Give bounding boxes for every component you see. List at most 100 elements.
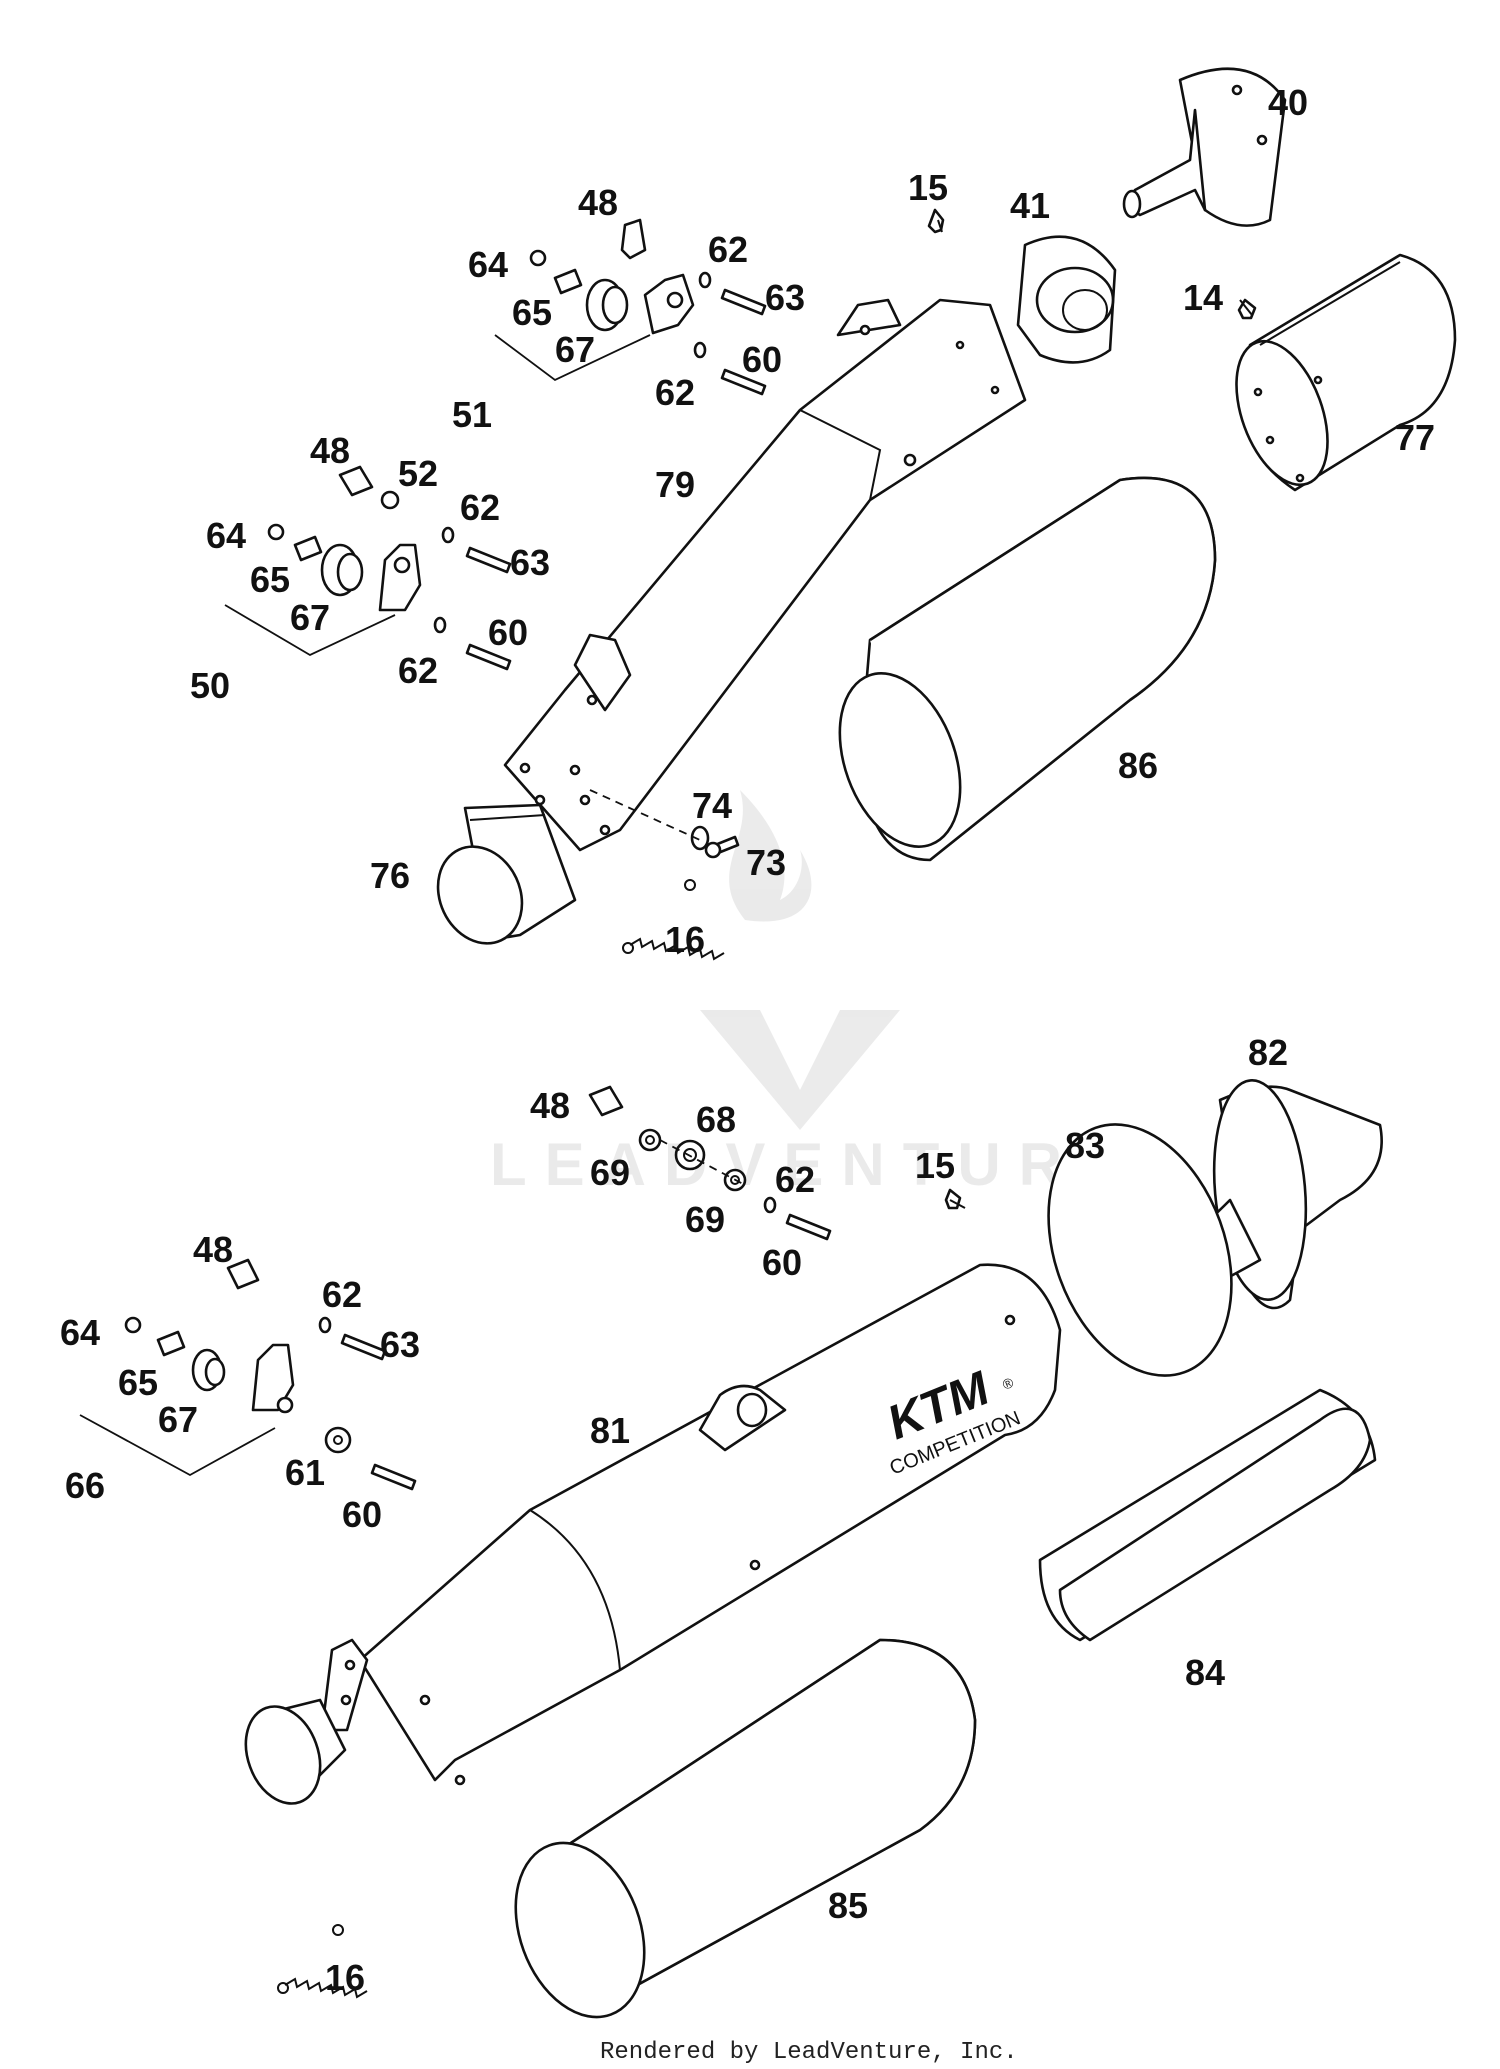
- part-65-bushing-b: [293, 535, 323, 562]
- callout-50: 50: [190, 665, 230, 706]
- leader-51: [494, 334, 651, 382]
- callout-48-a: 48: [578, 182, 618, 223]
- part-60-bolt-a: [720, 368, 767, 396]
- part-69-washer-a: [638, 1128, 662, 1152]
- callout-40: 40: [1268, 82, 1308, 123]
- watermark-text: LEADVENTURE: [490, 1131, 1138, 1198]
- callout-63-c: 63: [380, 1324, 420, 1365]
- callout-61: 61: [285, 1452, 325, 1493]
- part-48-clip-c: [588, 1085, 624, 1117]
- part-63-bolt-b: [465, 546, 512, 574]
- part-16-spring-bottom: [277, 1924, 368, 1999]
- callout-65-a: 65: [512, 292, 552, 333]
- callout-63-a: 63: [765, 277, 805, 318]
- callout-41: 41: [1010, 185, 1050, 226]
- part-62-washer-e: [763, 1196, 777, 1214]
- callout-15-top: 15: [908, 167, 948, 208]
- part-41-flange: [1016, 235, 1117, 364]
- part-76-inlet-cone: [436, 803, 577, 945]
- part-74-washer-top: [690, 825, 710, 851]
- part-77-sleeve: [1235, 253, 1457, 492]
- part-65-bushing-c: [156, 1330, 186, 1357]
- callout-48-c: 48: [530, 1085, 570, 1126]
- callout-83: 83: [1065, 1125, 1105, 1166]
- callout-48-b: 48: [310, 430, 350, 471]
- part-48-clip-d: [226, 1258, 260, 1290]
- assembly-leader-74: [589, 789, 701, 841]
- callout-67-a: 67: [555, 329, 595, 370]
- part-73-screw-top: [704, 835, 740, 859]
- callout-68: 68: [696, 1099, 736, 1140]
- part-60-bolt-d: [370, 1463, 417, 1491]
- part-62-washer-a: [698, 271, 712, 289]
- callout-62-a: 62: [708, 229, 748, 270]
- callout-77: 77: [1395, 417, 1435, 458]
- callout-62-e: 62: [775, 1159, 815, 1200]
- callout-86: 86: [1118, 745, 1158, 786]
- watermark: [700, 790, 900, 1130]
- callout-62-f: 62: [322, 1274, 362, 1315]
- callout-69-a: 69: [590, 1152, 630, 1193]
- part-61-washer: [324, 1426, 352, 1454]
- part-48-clip-a: [620, 218, 647, 260]
- leader-50: [224, 604, 396, 657]
- part-84-packing-roll: [1038, 1388, 1377, 1642]
- callout-65-b: 65: [250, 559, 290, 600]
- callout-48-d: 48: [193, 1229, 233, 1270]
- footer-credit: Rendered by LeadVenture, Inc.: [600, 2039, 1018, 2066]
- callout-74: 74: [692, 785, 732, 826]
- callout-69-b: 69: [685, 1199, 725, 1240]
- callout-67-b: 67: [290, 597, 330, 638]
- part-bracket-50: [378, 543, 422, 612]
- callout-14: 14: [1183, 277, 1223, 318]
- part-60-bolt-c: [785, 1213, 832, 1241]
- part-67-grommet-c: [191, 1348, 226, 1392]
- part-62-washer-d: [433, 616, 447, 634]
- callout-62-d: 62: [398, 650, 438, 691]
- part-62-washer-c: [441, 526, 455, 544]
- part-85-packing-bottom: [514, 1638, 977, 2019]
- callout-60-b: 60: [488, 612, 528, 653]
- part-inlet-cone-bottom: [244, 1698, 347, 1805]
- callout-85: 85: [828, 1885, 868, 1926]
- callout-81: 81: [590, 1410, 630, 1451]
- callout-51: 51: [452, 394, 492, 435]
- part-bracket-66: [251, 1343, 295, 1414]
- part-63-bolt-a: [720, 288, 767, 316]
- callout-60-c: 60: [762, 1242, 802, 1283]
- assembly-leader-68: [659, 1139, 746, 1186]
- callout-62-b: 62: [655, 372, 695, 413]
- part-bracket-51: [643, 273, 695, 335]
- callout-64-c: 64: [60, 1312, 100, 1353]
- callout-64-b: 64: [206, 515, 246, 556]
- part-40-end-cap: [1122, 67, 1287, 227]
- part-64-nut-a: [529, 249, 547, 267]
- callout-84: 84: [1185, 1652, 1225, 1693]
- part-63-bolt-c: [340, 1333, 387, 1361]
- leader-66: [79, 1414, 276, 1477]
- callout-60-a: 60: [742, 339, 782, 380]
- callout-62-c: 62: [460, 487, 500, 528]
- callout-67-c: 67: [158, 1399, 198, 1440]
- callout-79: 79: [655, 464, 695, 505]
- part-15-rivet-top: [927, 208, 945, 234]
- callout-labels: 40 41 15 14 77 48 64 65 67 51 62 63 60 6…: [60, 82, 1435, 1998]
- callout-63-b: 63: [510, 542, 550, 583]
- part-52-nut: [380, 490, 400, 510]
- part-79-muffler-body: [503, 298, 1027, 852]
- part-67-grommet-a: [585, 278, 629, 332]
- part-65-bushing-a: [553, 268, 583, 295]
- callout-82: 82: [1248, 1032, 1288, 1073]
- part-62-washer-f: [318, 1316, 332, 1334]
- part-16-spring-top: [622, 879, 725, 961]
- callout-16-bottom: 16: [325, 1957, 365, 1998]
- part-67-grommet-b: [320, 543, 364, 597]
- callout-65-c: 65: [118, 1362, 158, 1403]
- part-48-clip-b: [338, 465, 374, 497]
- part-62-washer-b: [693, 341, 707, 359]
- callout-76: 76: [370, 855, 410, 896]
- callout-15-bottom: 15: [915, 1145, 955, 1186]
- callout-52: 52: [398, 453, 438, 494]
- part-15-rivet-bottom: [944, 1188, 966, 1210]
- callout-73: 73: [746, 842, 786, 883]
